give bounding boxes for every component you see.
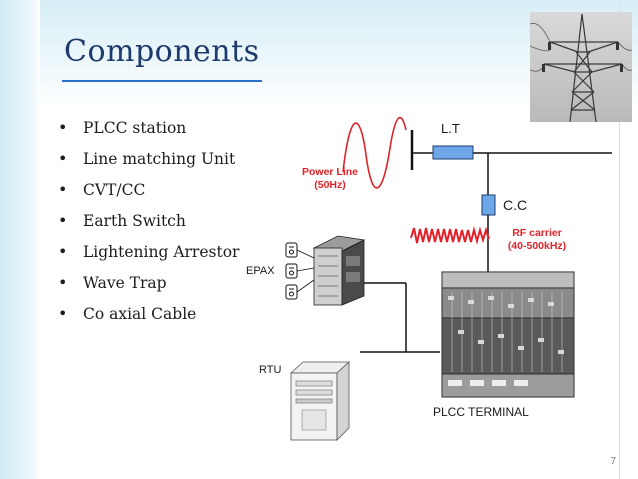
telephone-icons [285,242,315,300]
cc-label: C.C [503,197,528,213]
bullet-item: • PLCC station [58,116,239,147]
rtu-computer [289,361,351,441]
epax-label: EPAX [246,265,275,277]
lt-label: L.T [441,121,460,136]
bullet-list: • PLCC station • Line matching Unit • CVT/C… [58,116,239,333]
rf-carrier-label: RF carrier (40-500kHz) [497,227,577,253]
title-underline [62,80,262,82]
power-line-wave [342,116,407,189]
bullet-item: • Co axial Cable [58,302,239,333]
transmission-tower-photo [530,12,632,122]
bullet-text: Co axial Cable [83,305,197,323]
page-number: 7 [610,456,616,467]
power-line-label: Power Line (50Hz) [288,166,372,192]
bullet-dot: • [58,273,68,292]
wave-trap-box [432,145,474,160]
coupling-capacitor-box [481,194,496,216]
bullet-item: • Line matching Unit [58,147,239,178]
bullet-text: PLCC station [83,119,187,137]
bullet-text: Lightening Arrestor [83,243,240,261]
rtu-label: RTU [259,364,282,376]
bullet-dot: • [58,180,68,199]
bullet-dot: • [58,118,68,137]
plcc-terminal-rack [441,271,575,398]
plcc-terminal-label: PLCC TERMINAL [433,405,529,419]
bullet-item: • Lightening Arrestor [58,240,239,271]
rf-carrier-label-line1: RF carrier [512,227,562,239]
rf-carrier-wave [410,226,490,245]
rf-carrier-label-line2: (40-500kHz) [507,240,567,252]
bullet-item: • Earth Switch [58,209,239,240]
bullet-text: Line matching Unit [83,150,236,168]
epax-cabinet [312,235,366,306]
bullet-item: • Wave Trap [58,271,239,302]
bullet-text: CVT/CC [83,181,146,199]
bullet-text: Earth Switch [83,212,186,230]
power-line-label-line1: Power Line [301,166,358,178]
bullet-item: • CVT/CC [58,178,239,209]
background-left-band [0,0,40,479]
bullet-dot: • [58,149,68,168]
bullet-dot: • [58,211,68,230]
bullet-dot: • [58,242,68,261]
bullet-text: Wave Trap [83,274,167,292]
power-line-label-line2: (50Hz) [314,179,346,191]
background-right-rule [619,0,620,479]
slide-title: Components [64,34,260,69]
bullet-dot: • [58,304,68,323]
